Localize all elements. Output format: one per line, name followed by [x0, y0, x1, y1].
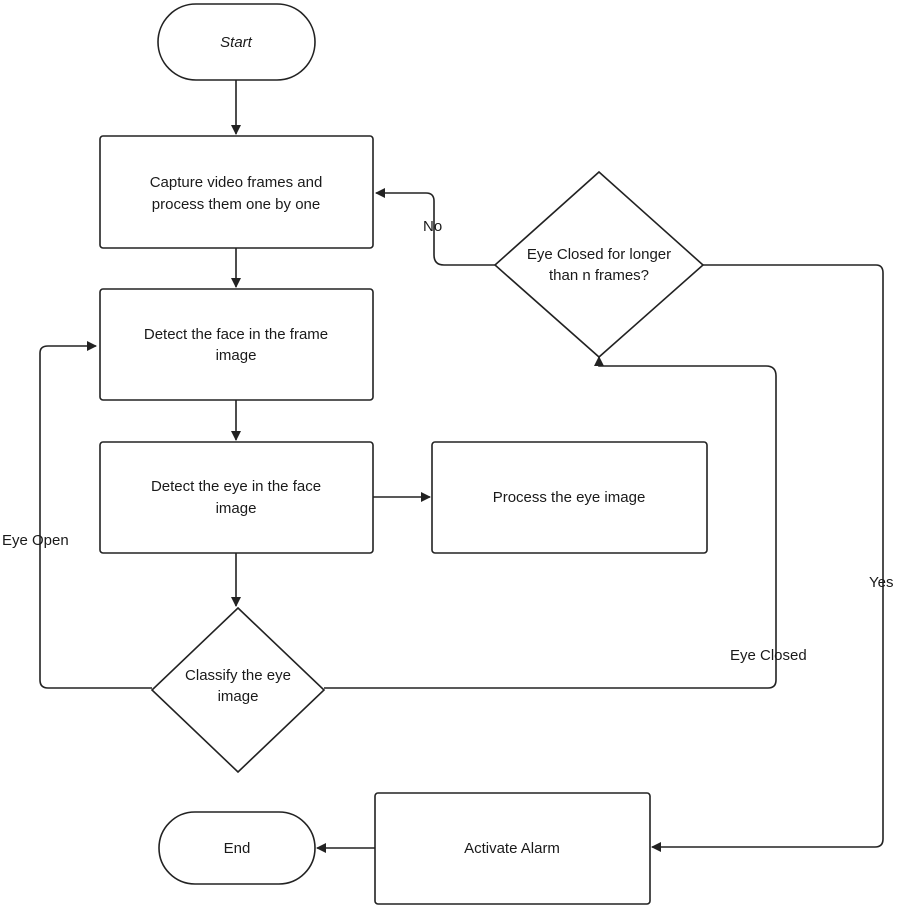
edge-label-eye-closed: Eye Closed	[730, 647, 807, 664]
classify-label-line1: Classify the eye	[185, 667, 291, 684]
detect-eye-box: Detect the eye in the face image	[99, 441, 374, 554]
process-eye-label: Process the eye image	[493, 489, 646, 506]
detect-face-label-line1: Detect the face in the frame	[144, 326, 328, 343]
edge-label-yes: Yes	[869, 574, 893, 591]
connectors	[39, 80, 884, 853]
classify-label-line2: image	[218, 688, 259, 705]
end-label: End	[224, 840, 251, 857]
edge-label-no: No	[423, 218, 442, 235]
capture-frames-label-line1: Capture video frames and	[150, 174, 323, 191]
edge-eye-open-loop	[39, 341, 152, 689]
capture-frames-label-line2: process them one by one	[152, 196, 320, 213]
end-node: End	[158, 811, 316, 885]
capture-frames-box: Capture video frames and process them on…	[99, 135, 374, 249]
eye-closed-check-decision: Eye Closed for longer than n frames?	[493, 170, 705, 359]
classify-decision: Classify the eye image	[150, 606, 326, 774]
start-label: Start	[220, 34, 253, 51]
edge-no-loop	[375, 188, 495, 266]
eye-closed-check-label-line2: than n frames?	[549, 267, 649, 284]
detect-face-box: Detect the face in the frame image	[99, 288, 374, 401]
edge-label-eye-open: Eye Open	[2, 532, 69, 549]
detect-eye-label-line2: image	[216, 500, 257, 517]
activate-alarm-box: Activate Alarm	[374, 792, 651, 905]
start-node: Start	[157, 3, 316, 81]
edge-yes-to-alarm	[651, 264, 884, 852]
eye-closed-check-label-line1: Eye Closed for longer	[527, 246, 671, 263]
detect-face-label-line2: image	[216, 347, 257, 364]
edge-eye-closed-loop	[324, 356, 777, 689]
process-eye-box: Process the eye image	[431, 441, 708, 554]
detect-eye-label-line1: Detect the eye in the face	[151, 478, 321, 495]
activate-alarm-label: Activate Alarm	[464, 840, 560, 857]
